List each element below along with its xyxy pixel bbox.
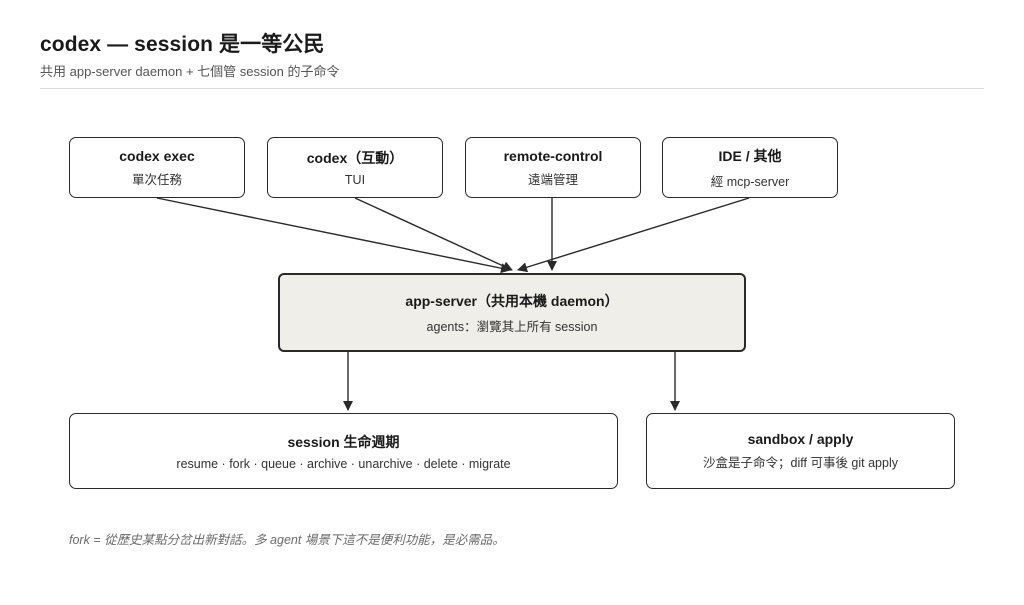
output-subtitle: 沙盒是子命令；diff 可事後 git apply [703,456,898,470]
client-title: codex exec [119,147,195,164]
client-subtitle: 經 mcp-server [710,174,790,189]
header-divider [40,88,984,89]
client-title: codex（互動） [306,150,404,166]
page-subtitle: 共用 app-server daemon + 七個管 session 的子命令 [40,64,340,79]
client-subtitle: 單次任務 [131,172,182,187]
sandbox-apply-box: sandbox / apply 沙盒是子命令；diff 可事後 git appl… [646,413,955,489]
session-lifecycle-box: session 生命週期 resume · fork · queue · arc… [69,413,618,489]
server-subtitle: agents：瀏覽其上所有 session [426,319,598,334]
output-title: session 生命週期 [287,433,400,450]
arrow-ide-to-server [517,197,750,273]
arrow-interactive-to-server [354,197,513,271]
client-subtitle: TUI [344,173,366,187]
output-subtitle: resume · fork · queue · archive · unarch… [176,456,511,471]
client-codex-exec: codex exec 單次任務 [69,137,245,198]
server-title: app-server（共用本機 daemon） [405,292,619,309]
output-title: sandbox / apply [747,431,854,447]
client-remote-control: remote-control 遠端管理 [465,137,641,198]
client-codex-interactive: codex（互動） TUI [267,137,443,198]
arrow-exec-to-server [156,197,511,274]
page-title: codex — session 是一等公民 [40,33,325,56]
footnote: fork = 從歷史某點分岔出新對話。多 agent 場景下這不是便利功能，是必… [69,533,505,547]
client-ide-other: IDE / 其他 經 mcp-server [662,137,838,198]
client-title: remote-control [503,147,603,164]
client-title: IDE / 其他 [718,147,782,164]
client-subtitle: 遠端管理 [527,172,578,187]
app-server-box: app-server（共用本機 daemon） agents：瀏覽其上所有 se… [278,273,746,352]
